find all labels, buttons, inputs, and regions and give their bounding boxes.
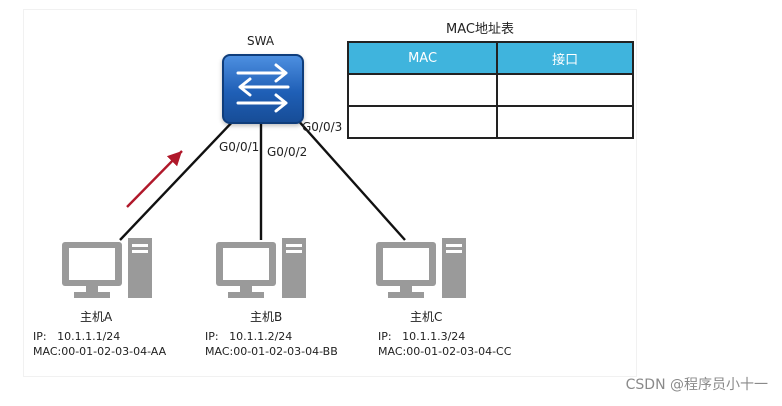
interface-column-header: 接口 — [496, 41, 634, 75]
port-label-g0-0-2: G0/0/2 — [267, 145, 308, 159]
host-c-ip-value: 10.1.1.3/24 — [402, 330, 466, 343]
mac-column-header: MAC — [346, 41, 499, 75]
switch-label: SWA — [247, 34, 275, 48]
host-a-ip-label: IP: — [33, 330, 47, 343]
host-b-ip-value: 10.1.1.2/24 — [229, 330, 293, 343]
mac-table-title: MAC地址表 — [446, 22, 514, 37]
link-a — [119, 117, 237, 241]
host-c-ip-label: IP: — [378, 330, 392, 343]
host-a-ip: IP: 10.1.1.1/24 — [33, 330, 120, 344]
host-c-computer-icon — [370, 234, 470, 304]
table-cell — [346, 105, 499, 139]
table-cell — [346, 73, 499, 107]
switch-icon — [222, 54, 304, 124]
host-b-mac: MAC:00-01-02-03-04-BB — [205, 345, 338, 358]
port-label-g0-0-1: G0/0/1 — [219, 140, 260, 154]
host-a-ip-value: 10.1.1.1/24 — [57, 330, 121, 343]
host-b-computer-icon — [210, 234, 310, 304]
host-a-name: 主机A — [80, 310, 113, 324]
host-c-mac: MAC:00-01-02-03-04-CC — [378, 345, 512, 358]
table-row — [346, 105, 634, 139]
host-a-mac: MAC:00-01-02-03-04-AA — [33, 345, 167, 358]
link-c — [295, 117, 406, 241]
port-label-g0-0-3: G0/0/3 — [302, 120, 343, 134]
host-b-name: 主机B — [250, 310, 283, 324]
mac-address-table: MAC 接口 — [346, 41, 634, 139]
host-b-ip-label: IP: — [205, 330, 219, 343]
csdn-watermark: CSDN @程序员小十一 — [625, 377, 768, 393]
host-a-computer-icon — [56, 234, 156, 304]
traffic-arrow — [126, 150, 183, 208]
table-row — [346, 73, 634, 107]
host-c-name: 主机C — [410, 310, 443, 324]
table-cell — [496, 105, 634, 139]
host-c-ip: IP: 10.1.1.3/24 — [378, 330, 465, 344]
table-cell — [496, 73, 634, 107]
host-b-ip: IP: 10.1.1.2/24 — [205, 330, 292, 344]
